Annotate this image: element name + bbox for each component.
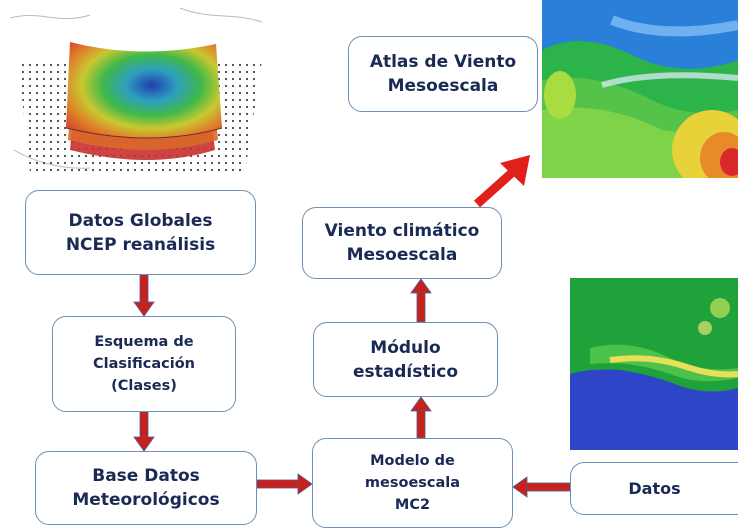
atlas-line-2: Mesoescala [387, 76, 499, 96]
big-red-arrow [473, 155, 530, 208]
datos-box: Datos [570, 462, 738, 515]
arrow-datos-to-modelo [512, 476, 571, 498]
arrow-modulo-to-viento [410, 278, 432, 323]
modelo-line-3: MC2 [394, 497, 431, 513]
wind-atlas-map-image [542, 0, 738, 178]
datos-globales-box: Datos Globales NCEP reanálisis [25, 190, 256, 275]
terrain-map-image [570, 278, 738, 450]
datos-globales-line-2: NCEP reanálisis [65, 234, 216, 255]
arrow-esquema-to-base [133, 411, 155, 452]
atlas-line-1: Atlas de Viento [369, 52, 517, 72]
arrow-modelo-to-modulo [410, 396, 432, 439]
modelo-line-2: mesoescala [364, 475, 461, 491]
esquema-clasificacion-box: Esquema de Clasificación (Clases) [52, 316, 236, 412]
modelo-mesoescala-box: Modelo de mesoescala MC2 [312, 438, 513, 528]
esquema-line-1: Esquema de [94, 334, 194, 350]
esquema-line-3: (Clases) [111, 378, 177, 394]
viento-climatico-line-1: Viento climático [324, 221, 480, 241]
viento-climatico-box: Viento climático Mesoescala [302, 207, 502, 279]
atlas-viento-box: Atlas de Viento Mesoescala [348, 36, 538, 112]
modelo-line-1: Modelo de [370, 453, 455, 469]
modulo-line-1: Módulo [370, 337, 441, 358]
ncep-grid-map-image [0, 0, 270, 178]
arrow-globales-to-esquema [133, 274, 155, 317]
base-datos-line-1: Base Datos [92, 466, 200, 486]
datos-globales-line-1: Datos Globales [68, 210, 213, 231]
reanalysis-layers [66, 42, 222, 160]
modulo-estadistico-box: Módulo estadístico [313, 322, 498, 397]
base-datos-box: Base Datos Meteorológicos [35, 451, 257, 525]
datos-line-1: Datos [628, 479, 681, 498]
esquema-line-2: Clasificación [93, 356, 195, 372]
base-datos-line-2: Meteorológicos [72, 490, 220, 510]
modulo-line-2: estadístico [352, 361, 459, 382]
arrow-base-to-modelo [256, 473, 313, 495]
viento-climatico-line-2: Mesoescala [346, 245, 458, 265]
